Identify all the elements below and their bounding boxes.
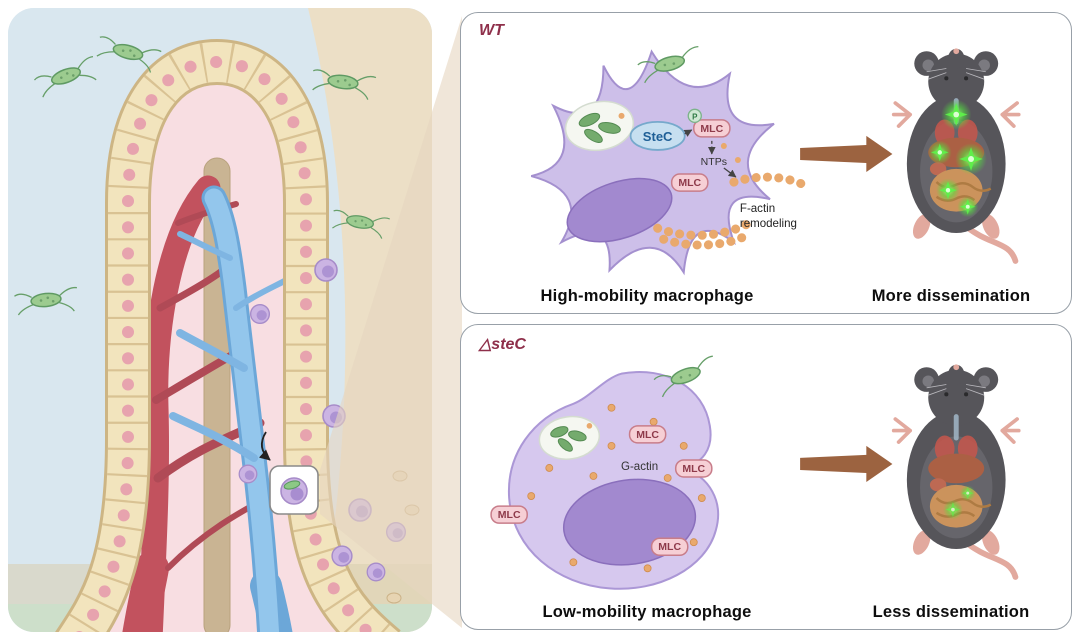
flow-arrow-icon (800, 445, 893, 483)
wt-panel-title: WT (479, 22, 504, 39)
svg-text:MLC: MLC (636, 429, 659, 441)
svg-text:MLC: MLC (700, 123, 723, 135)
dissemination-glow-icon (959, 485, 976, 501)
svg-text:MLC: MLC (678, 177, 701, 189)
immune-cell (366, 562, 386, 582)
flow-arrow-icon (800, 135, 893, 173)
wt-result-caption: More dissemination (871, 287, 1031, 305)
g-actin-monomers (527, 403, 706, 573)
wt-panel-graphic: SteC MLC P MLC NTPs (530, 13, 1071, 276)
bacterium-icon (653, 355, 713, 398)
mlc-label: MLC (674, 459, 713, 478)
immune-cell (331, 545, 353, 567)
immune-cell (314, 258, 338, 282)
villus-illustration-panel (8, 8, 432, 632)
immune-cell (385, 521, 407, 543)
stec-to-mlc-arrow-icon (683, 129, 693, 137)
dissemination-glow-icon (936, 178, 960, 203)
svg-text:SteC: SteC (643, 129, 673, 144)
stec-result-caption: Less dissemination (872, 603, 1030, 621)
phagosome-vacuole (538, 415, 601, 460)
mlc-label: MLC (650, 537, 689, 557)
high-mobility-macrophage: SteC MLC P MLC NTPs (530, 49, 809, 276)
stec-panel: △steC G- (460, 324, 1072, 630)
stec-kinase-label: SteC (629, 120, 686, 151)
wt-panel: WT (460, 12, 1072, 314)
zoom-box (269, 465, 319, 515)
bacterium-icon (283, 480, 301, 490)
factin-remodeling-label: F-actin remodeling (740, 203, 797, 230)
mlc-label: MLC (490, 505, 528, 524)
phagosome-vacuole (564, 100, 635, 152)
svg-text:MLC: MLC (658, 541, 681, 553)
low-mobility-macrophage: G-actin MLC MLC MLC MLC (490, 371, 720, 590)
mouse-figure (894, 364, 1019, 577)
dissemination-glow-icon (955, 143, 987, 175)
svg-text:MLC: MLC (498, 509, 521, 521)
stec-cell-caption: Low-mobility macrophage (542, 603, 752, 621)
immune-cell (249, 303, 271, 325)
stec-panel-title: △steC (479, 336, 526, 353)
mlc-label: MLC (628, 425, 667, 444)
mlc-phospho-label: MLC P (687, 108, 731, 138)
gactin-label: G-actin (621, 461, 658, 473)
svg-text:P: P (692, 112, 698, 121)
bacterium-icon (637, 45, 699, 84)
svg-text:MLC: MLC (682, 463, 705, 475)
dissemination-glow-icon (941, 99, 972, 130)
migration-arrow-icon (258, 431, 271, 461)
dissemination-glow-icon (957, 196, 979, 218)
immune-cell (322, 404, 346, 428)
stec-panel-graphic: G-actin MLC MLC MLC MLC (490, 355, 1071, 590)
ntps-label: NTPs (701, 156, 727, 168)
dissemination-glow-icon (927, 140, 952, 165)
f-actin-filaments (653, 172, 809, 250)
svg-text:F-actin: F-actin (740, 203, 775, 215)
macrophage-nucleus (566, 177, 673, 243)
immune-cell (238, 464, 258, 484)
phosphate-icon (687, 108, 702, 124)
vein-vessel (169, 185, 293, 632)
mlc-label: MLC (670, 173, 709, 192)
villus-illustration (8, 8, 432, 632)
wt-cell-caption: High-mobility macrophage (540, 287, 754, 305)
svg-text:remodeling: remodeling (740, 218, 797, 230)
dissemination-glow-icon (943, 499, 963, 520)
mouse-figure (894, 48, 1019, 261)
ntps-to-factin-arrow-icon (723, 167, 737, 178)
immune-cell (348, 498, 372, 522)
